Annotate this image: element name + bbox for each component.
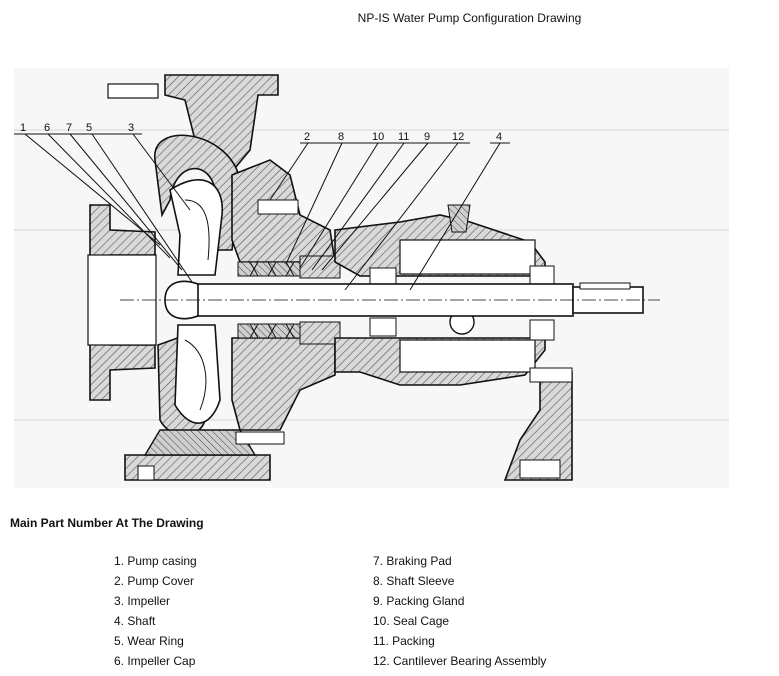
legend-heading: Main Part Number At The Drawing xyxy=(10,516,204,530)
callout-11: 11 xyxy=(398,131,409,143)
legend-item: 3. Impeller xyxy=(114,594,171,608)
callout-labels: 1 6 7 5 3 2 8 10 11 9 12 4 xyxy=(20,122,502,143)
callout-1: 1 xyxy=(20,122,26,134)
pump-cover xyxy=(231,159,336,445)
callout-5: 5 xyxy=(86,122,92,134)
legend-item: 7. Braking Pad xyxy=(373,554,452,568)
legend-item: 6. Impeller Cap xyxy=(114,654,196,668)
callout-leaders xyxy=(14,133,510,291)
diagram-title-text: NP-IS Water Pump Configuration Drawing xyxy=(357,11,582,25)
legend-item: 8. Shaft Sleeve xyxy=(373,574,455,588)
callout-8: 8 xyxy=(338,131,344,143)
callout-3: 3 xyxy=(128,122,134,134)
legend-item: 12. Cantilever Bearing Assembly xyxy=(373,654,547,668)
legend-item: 9. Packing Gland xyxy=(373,594,465,608)
impeller xyxy=(169,179,223,424)
legend-item: 5. Wear Ring xyxy=(114,634,184,648)
callout-12: 12 xyxy=(452,131,464,143)
legend-item: 4. Shaft xyxy=(114,614,156,628)
callout-4: 4 xyxy=(496,131,502,143)
legend-right-column: 7. Braking Pad 8. Shaft Sleeve 9. Packin… xyxy=(373,551,546,671)
legend-item: 10. Seal Cage xyxy=(373,614,450,628)
legend-item: 2. Pump Cover xyxy=(114,574,195,588)
packing-seal-area xyxy=(237,255,341,345)
shaft xyxy=(120,282,660,317)
legend-left-column: 1. Pump casing 2. Pump Cover 3. Impeller… xyxy=(114,551,197,671)
diagram-title: NP-IS Water Pump Configuration Drawing xyxy=(0,11,779,25)
pump-casing xyxy=(87,74,279,481)
callout-7: 7 xyxy=(66,122,72,134)
callout-9: 9 xyxy=(424,131,430,143)
bearing-bracket xyxy=(334,204,573,481)
legend-item: 1. Pump casing xyxy=(114,554,197,568)
callout-10: 10 xyxy=(372,131,384,143)
callout-2: 2 xyxy=(304,131,310,143)
pump-cross-section-drawing: 1 6 7 5 3 2 8 10 11 9 12 4 xyxy=(0,30,779,500)
legend-item: 11. Packing xyxy=(373,634,435,648)
callout-6: 6 xyxy=(44,122,50,134)
